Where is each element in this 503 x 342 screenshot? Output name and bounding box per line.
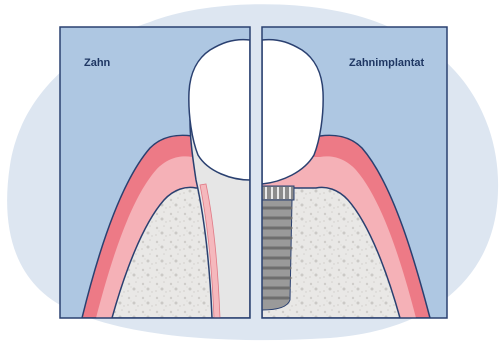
dental-implant-panel	[262, 27, 447, 318]
implant-label: Zahnimplantat	[349, 57, 424, 69]
tooth-label: Zahn	[84, 57, 110, 69]
natural-tooth-panel	[60, 27, 250, 318]
